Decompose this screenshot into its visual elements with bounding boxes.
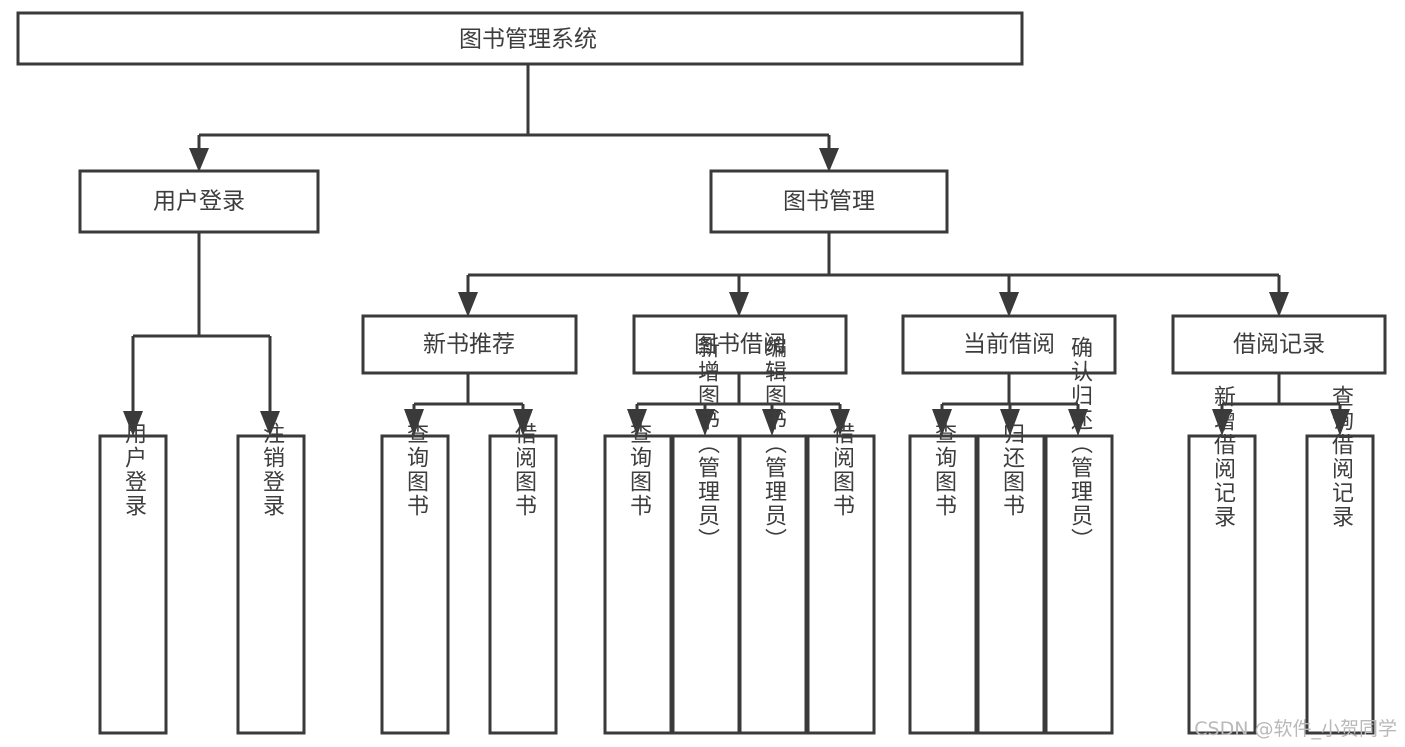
node-leaf-add-book-label: 新增图书（管理员） — [694, 336, 720, 552]
node-leaf-query-record-box[interactable] — [1305, 434, 1375, 735]
arrow-head-leaf-return-book — [1000, 409, 1020, 436]
arrow-head-leaf-query-book-2 — [627, 409, 647, 436]
arrow-head-leaf-query-book-1 — [404, 409, 424, 436]
node-user-login-box[interactable] — [78, 169, 320, 234]
node-leaf-logout-login[interactable]: 注销登录 — [236, 422, 306, 735]
node-leaf-query-book-3[interactable]: 查询图书 — [908, 422, 978, 735]
node-leaf-query-book-2-box[interactable] — [603, 434, 673, 735]
node-user-login[interactable]: 用户登录 — [78, 169, 320, 234]
node-leaf-borrow-book-2-label: 借阅图书 — [829, 422, 855, 518]
node-borrow-record-label: 借阅记录 — [1233, 332, 1325, 358]
connector-layer — [123, 64, 1350, 436]
node-root-label: 图书管理系统 — [459, 27, 597, 53]
arrow-head-borrow-record — [1269, 292, 1289, 317]
arrow-head-leaf-borrow-book-1 — [513, 409, 533, 436]
arrow-head-leaf-add-record — [1212, 409, 1232, 436]
node-new-book-recommend[interactable]: 新书推荐 — [361, 314, 578, 375]
node-leaf-confirm-return[interactable]: 确认归还（管理员） — [1044, 336, 1114, 735]
node-user-login-label: 用户登录 — [153, 189, 245, 215]
node-book-manage[interactable]: 图书管理 — [709, 169, 949, 234]
node-new-book-recommend-box[interactable] — [361, 314, 578, 375]
node-leaf-confirm-return-label: 确认归还（管理员） — [1067, 336, 1093, 552]
node-root[interactable]: 图书管理系统 — [16, 11, 1024, 66]
arrow-head-book-borrow — [729, 292, 749, 317]
node-borrow-record-box[interactable] — [1171, 314, 1387, 375]
node-leaf-return-book-box[interactable] — [976, 434, 1046, 735]
node-leaf-borrow-book-1-box[interactable] — [488, 434, 558, 735]
node-leaf-add-record[interactable]: 新增借阅记录 — [1187, 385, 1257, 735]
node-leaf-query-book-1[interactable]: 查询图书 — [380, 422, 450, 735]
node-book-borrow-label: 图书借阅 — [694, 332, 786, 358]
node-leaf-query-book-1-box[interactable] — [380, 434, 450, 735]
arrow-head-new-book-recommend — [458, 292, 478, 317]
arrow-head-current-borrow — [999, 292, 1019, 317]
node-borrow-record[interactable]: 借阅记录 — [1171, 314, 1387, 375]
node-leaf-query-record[interactable]: 查询借阅记录 — [1305, 385, 1375, 735]
node-layer: 图书管理系统 用户登录 图书管理 新书推荐 图书借阅 当前 — [16, 11, 1387, 735]
arrow-head-leaf-user-login — [123, 411, 143, 436]
node-leaf-return-book-label: 归还图书 — [999, 422, 1025, 518]
node-leaf-borrow-book-2[interactable]: 借阅图书 — [806, 422, 876, 735]
node-leaf-edit-book-box[interactable] — [738, 434, 808, 735]
node-leaf-add-book[interactable]: 新增图书（管理员） — [671, 336, 741, 735]
node-leaf-edit-book[interactable]: 编辑图书（管理员） — [738, 336, 808, 735]
arrow-head-book-manage — [819, 148, 839, 172]
node-leaf-borrow-book-2-box[interactable] — [806, 434, 876, 735]
arrow-head-leaf-query-record — [1330, 409, 1350, 436]
node-leaf-logout-login-box[interactable] — [236, 434, 306, 735]
node-leaf-add-book-box[interactable] — [671, 434, 741, 735]
node-leaf-query-book-3-box[interactable] — [908, 434, 978, 735]
node-book-borrow[interactable]: 图书借阅 — [632, 314, 848, 375]
node-leaf-query-book-2-label: 查询图书 — [626, 422, 652, 518]
node-current-borrow-label: 当前借阅 — [963, 332, 1055, 358]
node-leaf-user-login-box[interactable] — [98, 434, 168, 735]
node-leaf-edit-book-label: 编辑图书（管理员） — [761, 336, 787, 552]
node-book-borrow-box[interactable] — [632, 314, 848, 375]
node-leaf-return-book[interactable]: 归还图书 — [976, 422, 1046, 735]
node-leaf-user-login-label: 用户登录 — [121, 422, 147, 518]
arrow-head-leaf-edit-book — [762, 409, 782, 436]
node-leaf-user-login[interactable]: 用户登录 — [98, 422, 168, 735]
arrow-head-user-login — [189, 148, 209, 172]
arrow-head-leaf-add-book — [695, 409, 715, 436]
node-leaf-add-record-label: 新增借阅记录 — [1210, 385, 1236, 529]
arrow-head-leaf-confirm-return — [1068, 409, 1088, 436]
node-leaf-query-book-1-label: 查询图书 — [403, 422, 429, 518]
arrow-head-leaf-borrow-book-2 — [830, 409, 850, 436]
arrow-head-leaf-logout-login — [260, 411, 280, 436]
node-leaf-add-record-box[interactable] — [1187, 434, 1257, 735]
node-root-box[interactable] — [16, 11, 1024, 66]
node-current-borrow[interactable]: 当前借阅 — [901, 314, 1117, 375]
node-current-borrow-box[interactable] — [901, 314, 1117, 375]
node-leaf-query-record-label: 查询借阅记录 — [1328, 385, 1354, 529]
node-leaf-borrow-book-1[interactable]: 借阅图书 — [488, 422, 558, 735]
node-book-manage-box[interactable] — [709, 169, 949, 234]
node-leaf-logout-login-label: 注销登录 — [259, 422, 285, 518]
node-leaf-borrow-book-1-label: 借阅图书 — [511, 422, 537, 518]
arrow-head-leaf-query-book-3 — [932, 409, 952, 436]
node-leaf-query-book-3-label: 查询图书 — [931, 422, 957, 518]
node-leaf-query-book-2[interactable]: 查询图书 — [603, 422, 673, 735]
node-book-manage-label: 图书管理 — [783, 189, 875, 215]
node-leaf-confirm-return-box[interactable] — [1044, 434, 1114, 735]
node-new-book-recommend-label: 新书推荐 — [423, 332, 515, 358]
